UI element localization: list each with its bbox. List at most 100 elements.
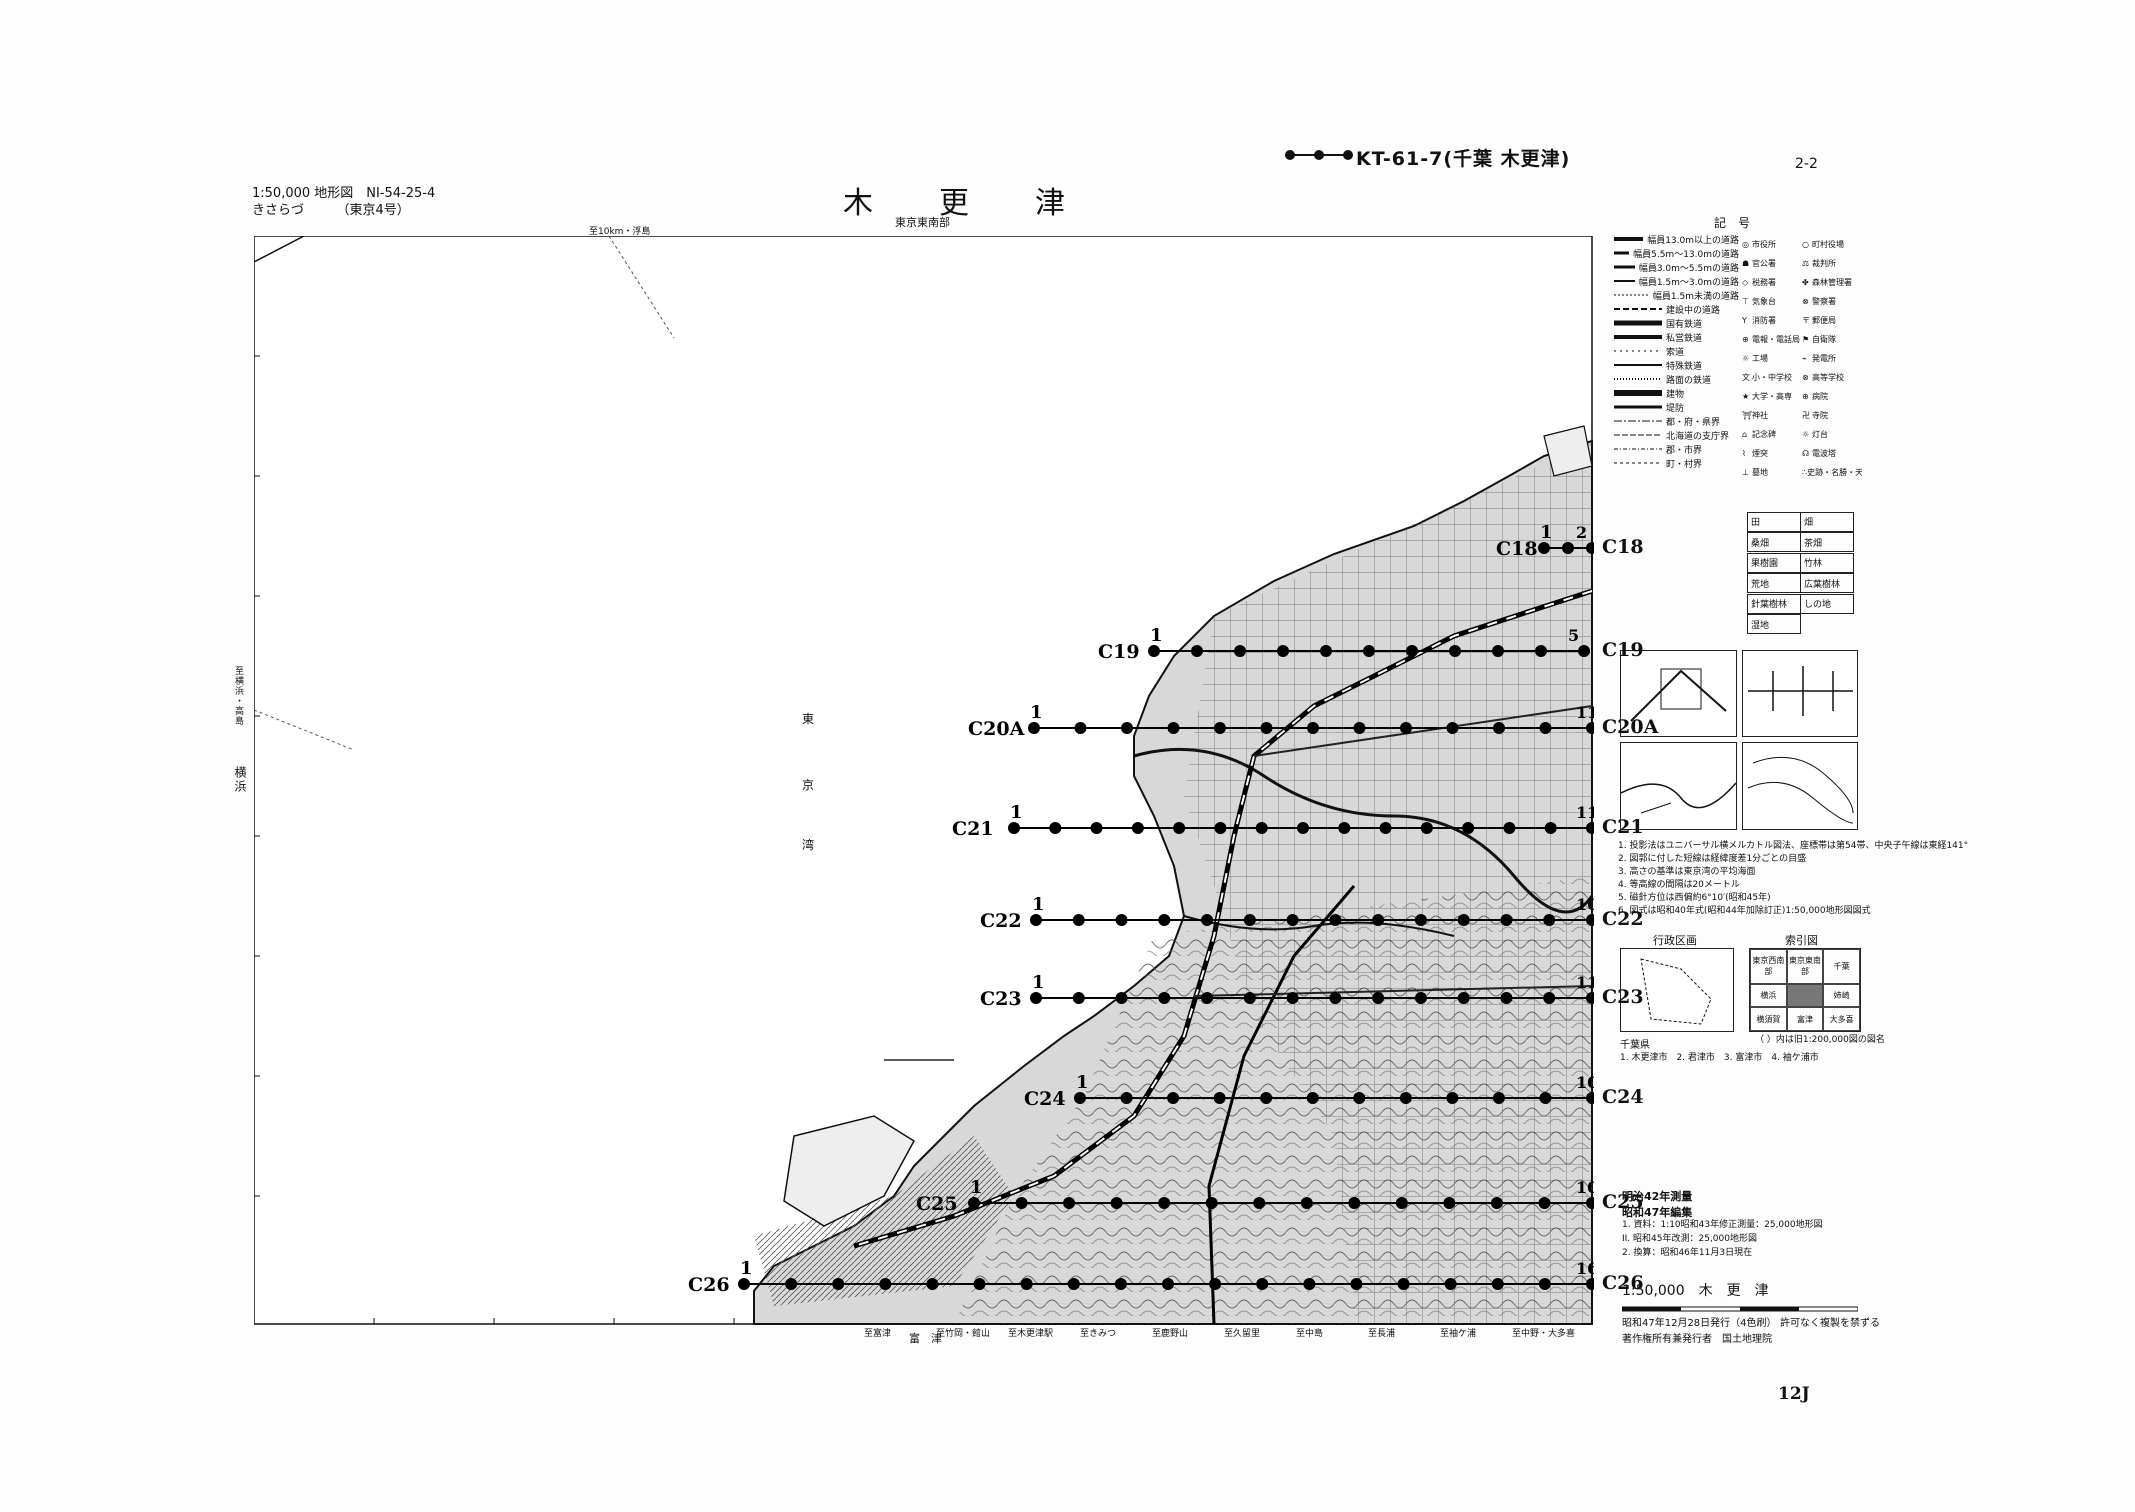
margin-label-bottom: 至長浦 xyxy=(1368,1329,1396,1339)
survey-point xyxy=(1213,1092,1226,1104)
survey-point xyxy=(1338,822,1351,834)
survey-end-index: 5 xyxy=(1568,626,1579,645)
map-symbol-icon: ★ xyxy=(1742,392,1750,401)
legend-symbol-item: ✤森林管理署 xyxy=(1802,277,1862,288)
map-symbol-icon: 卍 xyxy=(1802,411,1810,420)
survey-point xyxy=(968,1197,980,1209)
survey-point xyxy=(879,1278,892,1290)
legend-road-item: 特殊鉄道 xyxy=(1614,358,1739,372)
landuse-label: 荒地 xyxy=(1751,579,1770,590)
survey-point xyxy=(1543,914,1556,926)
survey-point xyxy=(1234,645,1246,657)
landuse-item: しの地 xyxy=(1800,593,1854,614)
landuse-label: 針葉樹林 xyxy=(1751,600,1788,610)
map-symbol-icon: ∴ xyxy=(1802,468,1808,477)
legend-road-item: 国有鉄道 xyxy=(1614,316,1739,330)
survey-point xyxy=(738,1278,750,1290)
compiled-year: 昭和47年編集 xyxy=(1622,1206,1693,1219)
legend-symbol-label: 気象台 xyxy=(1752,297,1776,306)
survey-line-label: C19 xyxy=(1098,641,1140,663)
map-symbol-icon: ⊗ xyxy=(1802,373,1809,382)
survey-end-index: 10 xyxy=(1576,1073,1594,1092)
survey-point xyxy=(1586,722,1594,734)
legend-symbol-item: ⊗高等学校 xyxy=(1802,372,1862,383)
map-symbol-icon: ⛩ xyxy=(1742,411,1753,420)
legend-symbol-label: 大学・高専 xyxy=(1752,392,1792,401)
survey-line-label-right: C25 xyxy=(1602,1191,1644,1213)
survey-line-label-right: C26 xyxy=(1602,1272,1644,1294)
survey-point xyxy=(1148,645,1160,657)
survey-end-index: 11 xyxy=(1576,973,1594,992)
legend-symbol-label: 病院 xyxy=(1812,392,1828,401)
legend-road-label: 私営鉄道 xyxy=(1666,333,1703,344)
map-symbol-icon: ☗ xyxy=(1742,259,1750,268)
road-line-icon xyxy=(1614,308,1662,310)
legend-symbol-item: ★大学・高専 xyxy=(1742,391,1802,402)
survey-point xyxy=(1253,1197,1266,1209)
survey-point xyxy=(1277,645,1289,657)
survey-start-index: 1 xyxy=(1540,522,1553,543)
survey-point xyxy=(1457,914,1470,926)
survey-point xyxy=(1255,822,1268,834)
survey-point xyxy=(1243,914,1256,926)
legend-road-label: 幅員3.0m〜5.5mの道路 xyxy=(1638,263,1739,274)
inset-town-diagram xyxy=(1620,650,1737,737)
road-line-icon xyxy=(1614,265,1635,269)
survey-line-label-right: C21 xyxy=(1602,816,1644,838)
legend: 記 号 幅員13.0m以上の道路幅員5.5m〜13.0mの道路幅員3.0m〜5.… xyxy=(1614,214,1864,504)
road-line-icon xyxy=(1614,320,1662,326)
legend-symbol-item: 卍寺院 xyxy=(1802,410,1862,421)
survey-point xyxy=(1457,992,1470,1004)
survey-point xyxy=(1030,992,1042,1004)
survey-end-index: 2 xyxy=(1576,523,1587,542)
road-line-icon xyxy=(1614,434,1662,436)
legend-symbol-label: 消防署 xyxy=(1752,316,1776,325)
survey-point xyxy=(1120,1092,1133,1104)
landuse-label: 茶畑 xyxy=(1804,538,1823,549)
legend-symbol-item: ∴史跡・名勝・天然記念物 xyxy=(1802,467,1862,478)
map-symbol-icon: ⊗ xyxy=(1802,297,1809,306)
legend-symbol-label: 市役所 xyxy=(1752,240,1776,249)
survey-point xyxy=(1028,722,1040,734)
legend-symbol-label: 煙突 xyxy=(1752,449,1768,458)
survey-point xyxy=(1158,1197,1171,1209)
bay-label-2: 京 xyxy=(802,778,815,792)
bay-label-3: 湾 xyxy=(802,838,815,852)
legend-road-item: 私営鉄道 xyxy=(1614,330,1739,344)
legend-symbol-label: 自衛隊 xyxy=(1812,335,1836,344)
legend-road-item: 町・村界 xyxy=(1614,456,1739,470)
map-symbol-icon: ✤ xyxy=(1802,278,1809,287)
survey-point xyxy=(1329,914,1342,926)
legend-symbol-label: 警察署 xyxy=(1812,297,1836,306)
survey-point xyxy=(1114,1278,1127,1290)
landuse-label: 広葉樹林 xyxy=(1804,579,1841,590)
survey-point xyxy=(1586,992,1594,1004)
survey-point xyxy=(1446,1092,1459,1104)
legend-symbol-item: ☊電波塔 xyxy=(1802,448,1862,459)
survey-line-label-right: C24 xyxy=(1602,1086,1644,1108)
survey-line-label-right: C19 xyxy=(1602,639,1644,661)
survey-point xyxy=(1350,1278,1363,1290)
landuse-label: 畑 xyxy=(1804,518,1814,528)
legend-symbol-label: 町村役場 xyxy=(1812,240,1844,249)
survey-point xyxy=(1286,914,1299,926)
survey-point xyxy=(1158,914,1171,926)
legend-road-label: 堤防 xyxy=(1666,403,1685,414)
road-line-icon xyxy=(1614,364,1662,366)
index-map: 東京西南部東京東南部千葉横浜姉崎横須賀富津大多喜 xyxy=(1749,948,1861,1032)
survey-point xyxy=(1500,914,1513,926)
survey-point xyxy=(1320,645,1332,657)
survey-point xyxy=(1444,1278,1457,1290)
legend-road-label: 幅員1.5m〜3.0mの道路 xyxy=(1638,277,1739,288)
survey-point xyxy=(1072,914,1085,926)
survey-point xyxy=(1395,1197,1408,1209)
survey-end-index: 11 xyxy=(1576,803,1594,822)
margin-label-bottom: 至富津 xyxy=(864,1329,892,1339)
survey-point xyxy=(1491,1278,1504,1290)
road-line-icon xyxy=(1614,335,1662,339)
survey-line-label-right: C23 xyxy=(1602,986,1644,1008)
survey-line-label: C22 xyxy=(980,910,1022,932)
survey-point xyxy=(1074,722,1087,734)
survey-point xyxy=(1492,1092,1505,1104)
publisher: 著作権所有兼発行者 国土地理院 xyxy=(1622,1334,1772,1345)
